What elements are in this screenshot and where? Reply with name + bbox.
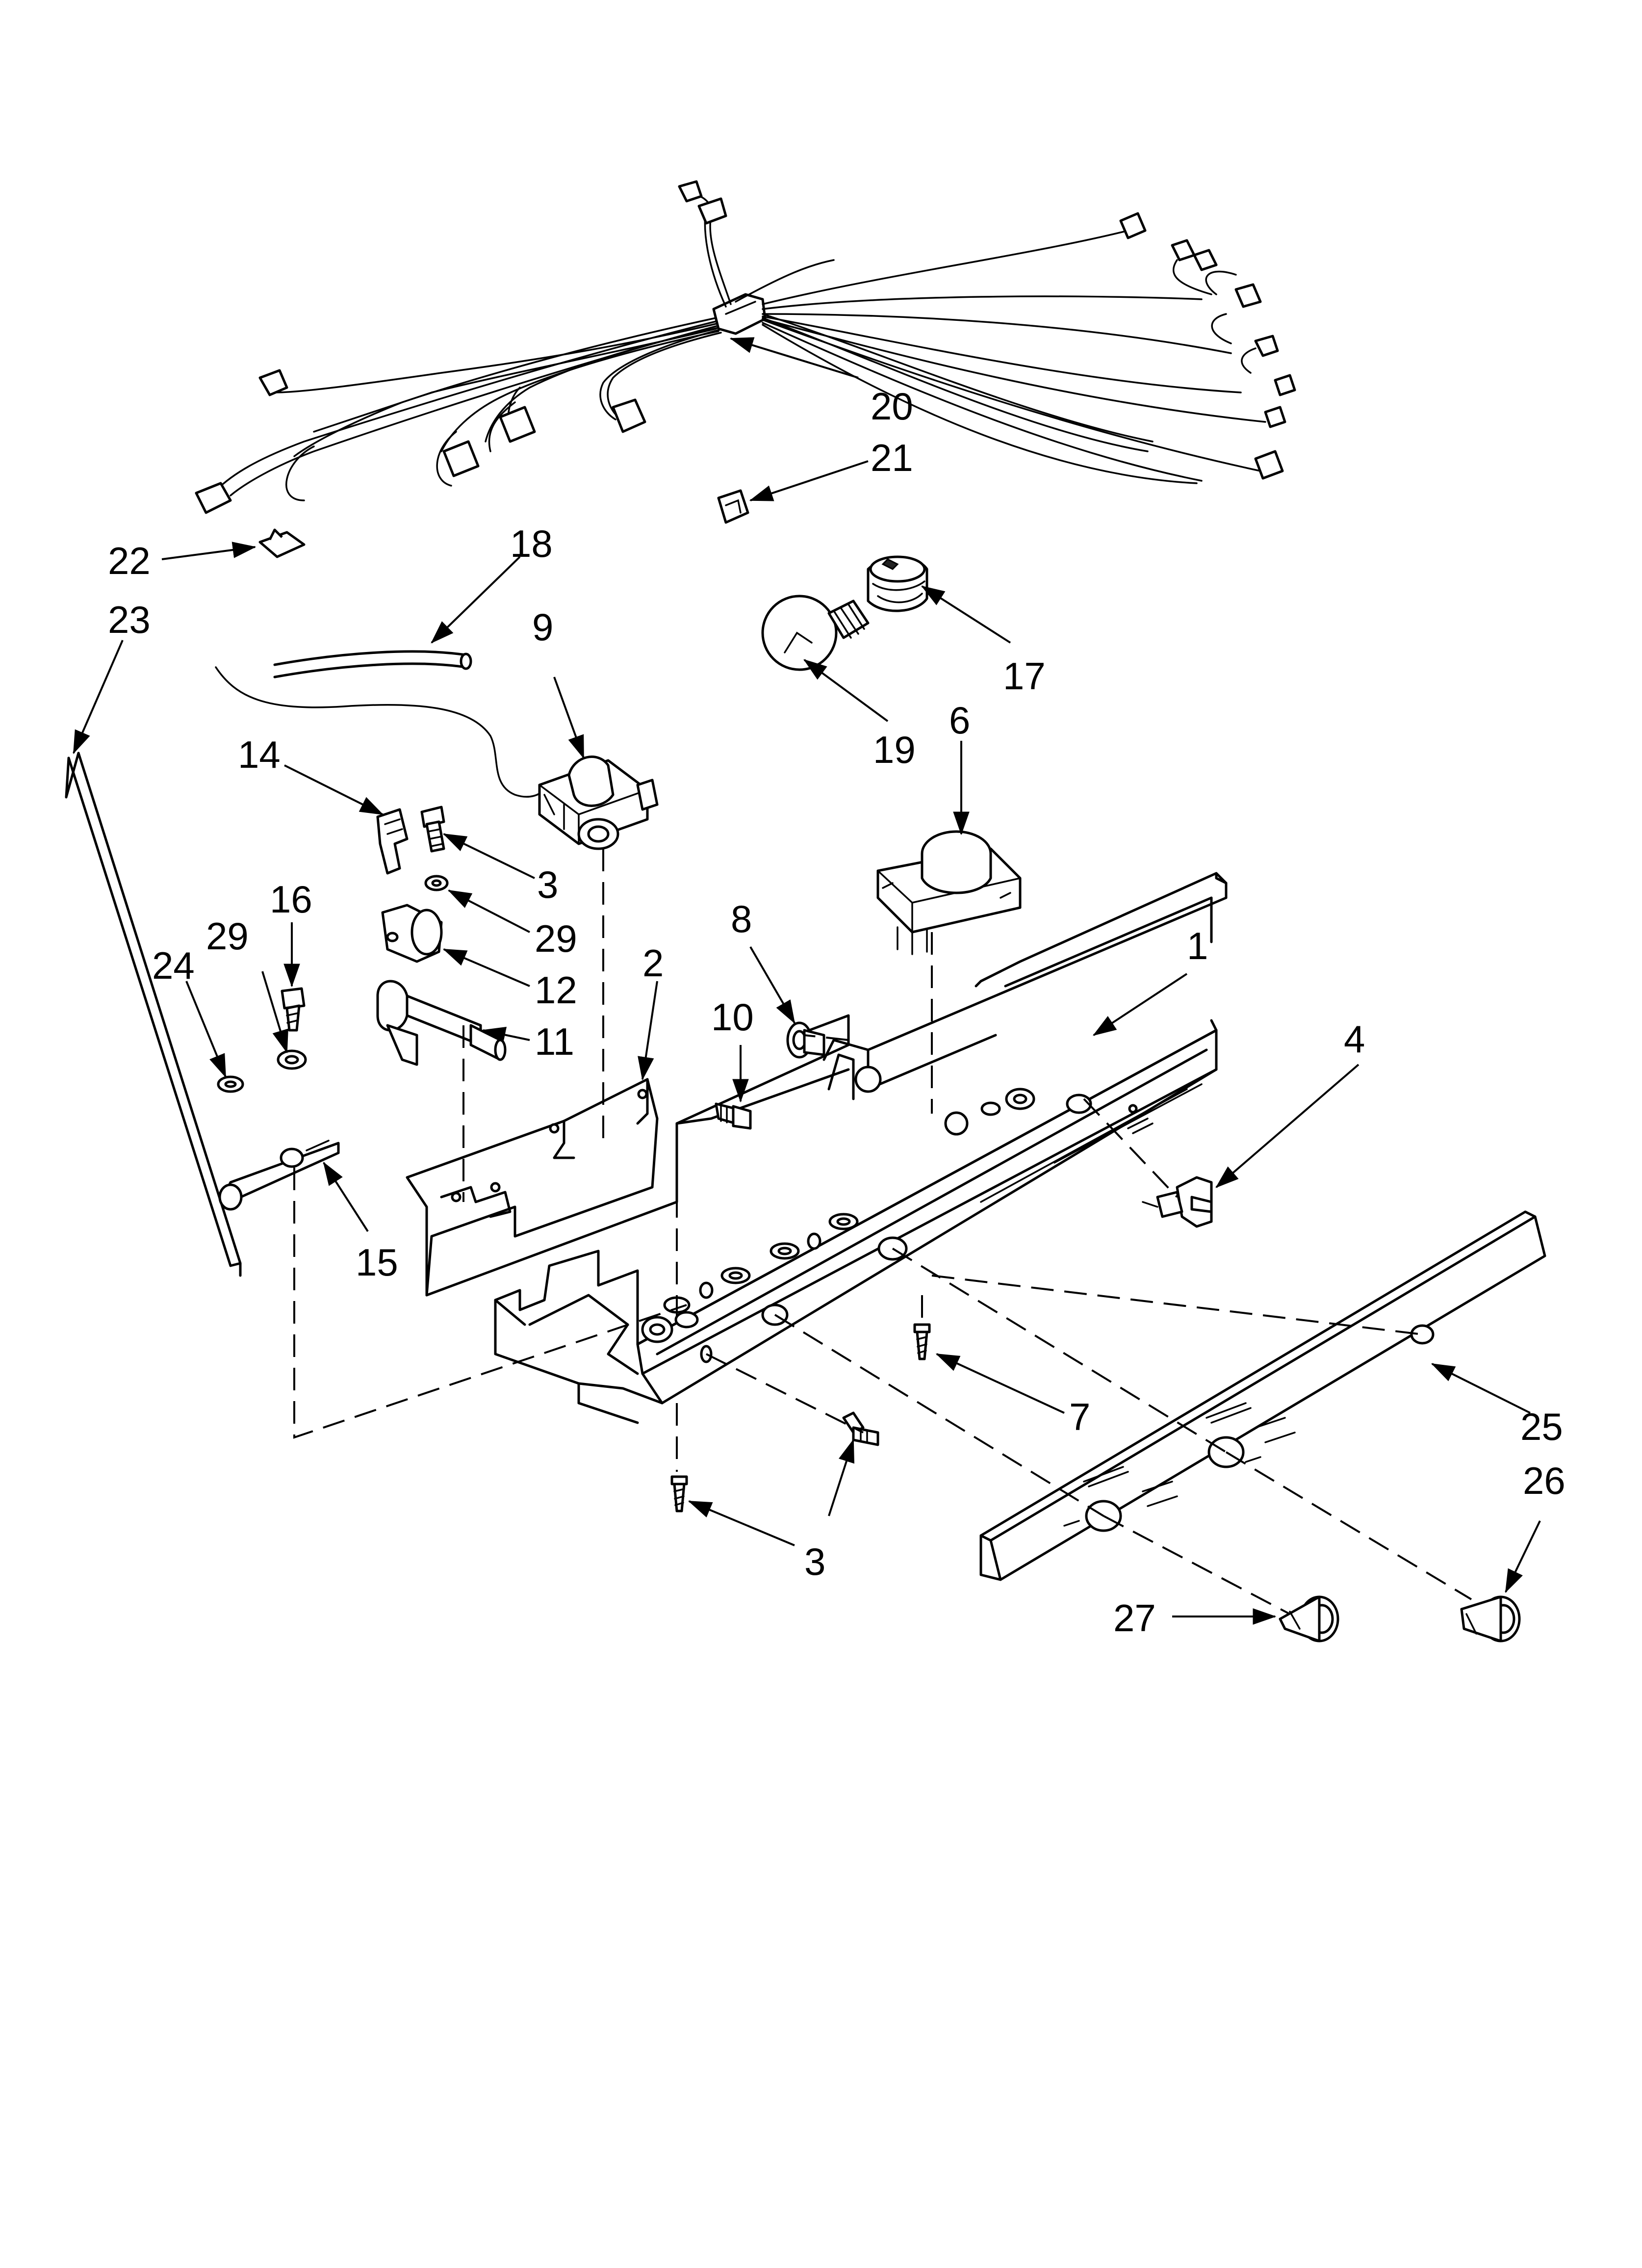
callout-4: 4 — [1344, 1017, 1365, 1061]
washer-29-upper — [424, 875, 449, 891]
bracket-14 — [376, 808, 409, 875]
screw-10 — [715, 1102, 752, 1130]
callout-14: 14 — [238, 733, 281, 776]
clip-22 — [258, 528, 306, 558]
mounting-bracket-2 — [406, 1014, 850, 1297]
clip-21 — [717, 489, 749, 524]
knob-26 — [1460, 1595, 1521, 1642]
callout-17: 17 — [1003, 654, 1046, 698]
capillary-tube-18 — [215, 650, 545, 798]
callout-12: 12 — [535, 968, 577, 1012]
control-shaft-11 — [376, 980, 507, 1066]
control-housing-1 — [494, 872, 1228, 1424]
switch-4 — [1142, 1176, 1213, 1228]
callout-24: 24 — [152, 944, 195, 987]
callout-22: 22 — [108, 539, 151, 582]
callout-21: 21 — [871, 436, 913, 479]
washer-29-lower — [277, 1049, 307, 1070]
light-bulb-19 — [761, 595, 870, 671]
callout-11: 11 — [535, 1020, 574, 1063]
callout-labels: 20 21 22 23 18 9 17 19 6 14 3 29 12 11 1… — [108, 385, 1565, 1640]
knob-27 — [1279, 1595, 1339, 1642]
wire-harness — [215, 193, 1266, 501]
defrost-timer-6 — [876, 830, 1022, 955]
callout-16: 16 — [270, 878, 312, 921]
front-panel-25 — [979, 1210, 1546, 1581]
callout-18: 18 — [510, 522, 553, 565]
callout-6: 6 — [949, 699, 970, 742]
assembly-lines — [293, 849, 1472, 1615]
callout-2: 2 — [642, 941, 664, 985]
callout-15: 15 — [356, 1241, 398, 1284]
callout-3-upper: 3 — [537, 863, 558, 906]
callout-7: 7 — [1069, 1395, 1090, 1438]
callout-29-lower: 29 — [206, 914, 249, 958]
callout-27: 27 — [1113, 1596, 1156, 1640]
harness-connectors — [195, 180, 1296, 514]
lever-15 — [218, 1140, 340, 1211]
screw-16 — [281, 987, 306, 1032]
leader-arrows — [73, 337, 1541, 1625]
callout-10: 10 — [711, 995, 754, 1039]
screw-3-lower-right — [842, 1411, 879, 1446]
lamp-socket-8 — [786, 1021, 825, 1059]
callout-19: 19 — [873, 728, 916, 771]
screw-3-upper — [420, 806, 445, 853]
callout-3-lower: 3 — [804, 1540, 825, 1583]
callout-1: 1 — [1187, 924, 1208, 967]
callout-8: 8 — [731, 897, 752, 940]
bracket-12 — [381, 904, 443, 963]
thermostat-9 — [538, 756, 659, 850]
screw-7 — [913, 1323, 931, 1360]
callout-23: 23 — [108, 598, 151, 641]
light-socket-17 — [867, 555, 928, 612]
callout-29-upper: 29 — [535, 917, 577, 960]
callout-26: 26 — [1523, 1459, 1565, 1502]
screw-3-lower-left — [670, 1475, 688, 1512]
washer-24 — [217, 1075, 244, 1093]
callout-25: 25 — [1520, 1405, 1563, 1448]
callout-20: 20 — [871, 385, 913, 428]
rod-23 — [65, 752, 242, 1277]
callout-9: 9 — [532, 605, 553, 649]
